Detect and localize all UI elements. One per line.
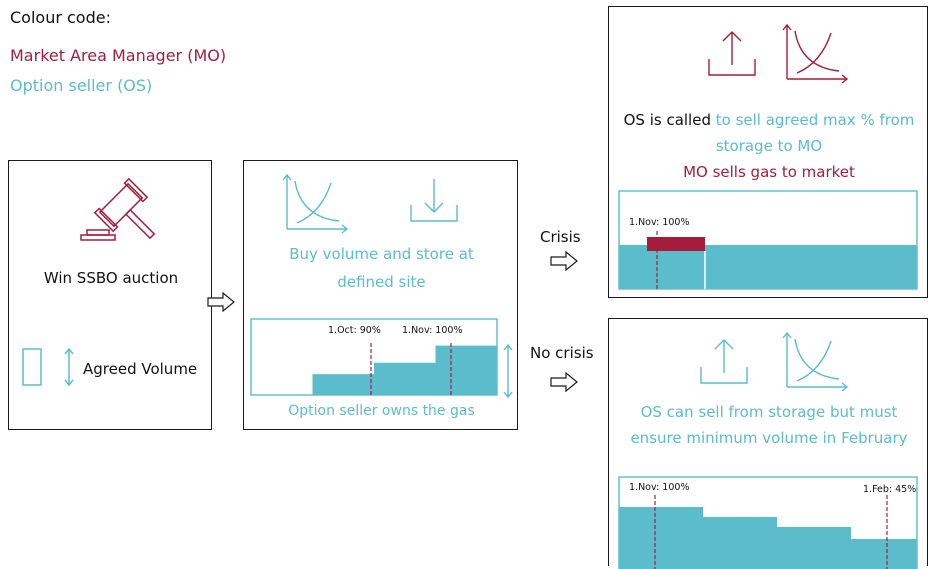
storage-fill-step bbox=[312, 374, 375, 395]
nocrisis-marker-1: 1.Nov: 100% bbox=[629, 482, 690, 493]
nov-marker-label: 1.Nov: 100% bbox=[402, 325, 463, 336]
auction-box: Win SSBO auction Agreed Volume bbox=[8, 160, 212, 430]
download-icon bbox=[410, 179, 458, 222]
supply-demand-curve-icon bbox=[282, 173, 349, 234]
crisis-text-black: OS is called bbox=[623, 111, 711, 129]
arrow-right-icon bbox=[207, 291, 235, 313]
crisis-box: OS is called to sell agreed max % from s… bbox=[608, 6, 928, 298]
store-caption: Option seller owns the gas bbox=[288, 403, 475, 419]
oct-marker-label: 1.Oct: 90% bbox=[328, 325, 381, 336]
nocrisis-text-2: ensure minimum volume in February bbox=[630, 429, 908, 447]
legend-title: Colour code: bbox=[10, 8, 111, 27]
nocrisis-text-1: OS can sell from storage but must bbox=[640, 403, 898, 421]
crisis-label: Crisis bbox=[540, 228, 581, 246]
crisis-text-2: storage to MO bbox=[715, 137, 823, 155]
store-box: Buy volume and store at defined site 1.O… bbox=[243, 160, 518, 430]
volume-icon bbox=[22, 347, 74, 387]
legend-os: Option seller (OS) bbox=[10, 76, 153, 95]
nocrisis-box: OS can sell from storage but must ensure… bbox=[608, 318, 928, 569]
crisis-stored-volume bbox=[619, 245, 917, 289]
crisis-text-teal: to sell agreed max % from bbox=[710, 111, 915, 129]
crisis-storage-chart bbox=[618, 190, 918, 290]
arrow-right-icon bbox=[550, 371, 578, 393]
crisis-sold-block bbox=[647, 237, 705, 251]
nocrisis-decreasing-volume bbox=[619, 507, 917, 569]
auction-title: Win SSBO auction bbox=[43, 269, 179, 287]
storage-fill-step bbox=[374, 362, 436, 395]
arrow-right-icon bbox=[550, 250, 578, 272]
upload-icon bbox=[708, 31, 756, 76]
supply-demand-curve-icon bbox=[782, 23, 849, 84]
nocrisis-marker-2: 1.Feb: 45% bbox=[863, 484, 917, 495]
volume-label: Agreed Volume bbox=[83, 360, 198, 378]
gavel-icon bbox=[80, 177, 156, 241]
nocrisis-storage-chart bbox=[618, 476, 918, 569]
upload-icon bbox=[700, 339, 748, 384]
volume-arrow-icon bbox=[503, 343, 513, 399]
storage-fill-chart bbox=[250, 318, 498, 396]
legend-mo: Market Area Manager (MO) bbox=[10, 46, 227, 65]
crisis-text-3: MO sells gas to market bbox=[683, 163, 855, 181]
no-crisis-label: No crisis bbox=[530, 344, 594, 362]
store-text-1: Buy volume and store at bbox=[289, 245, 474, 263]
store-text-2: defined site bbox=[337, 273, 426, 291]
supply-demand-curve-icon bbox=[782, 331, 849, 392]
crisis-marker-label: 1.Nov: 100% bbox=[629, 217, 690, 228]
storage-fill-step bbox=[435, 345, 498, 395]
